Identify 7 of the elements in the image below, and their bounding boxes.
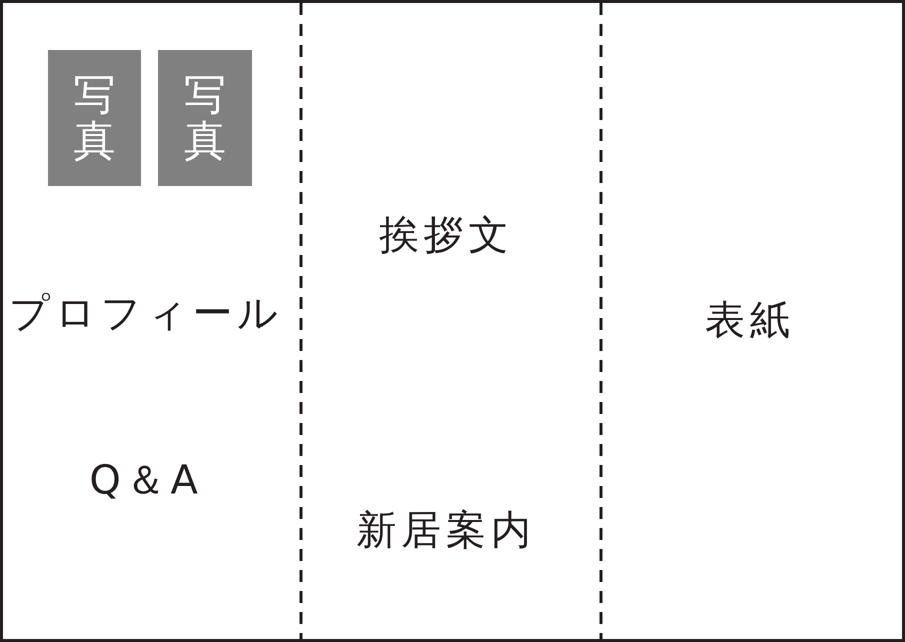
section-label: Q＆A [89,456,203,506]
section-label: 表紙 [705,296,795,346]
section-label: 新居案内 [356,506,536,556]
section-label: 挨拶文 [378,212,514,260]
photo-box: 写真 [48,50,141,186]
photo-box: 写真 [158,50,252,186]
section-label: プロフィール [9,290,283,338]
